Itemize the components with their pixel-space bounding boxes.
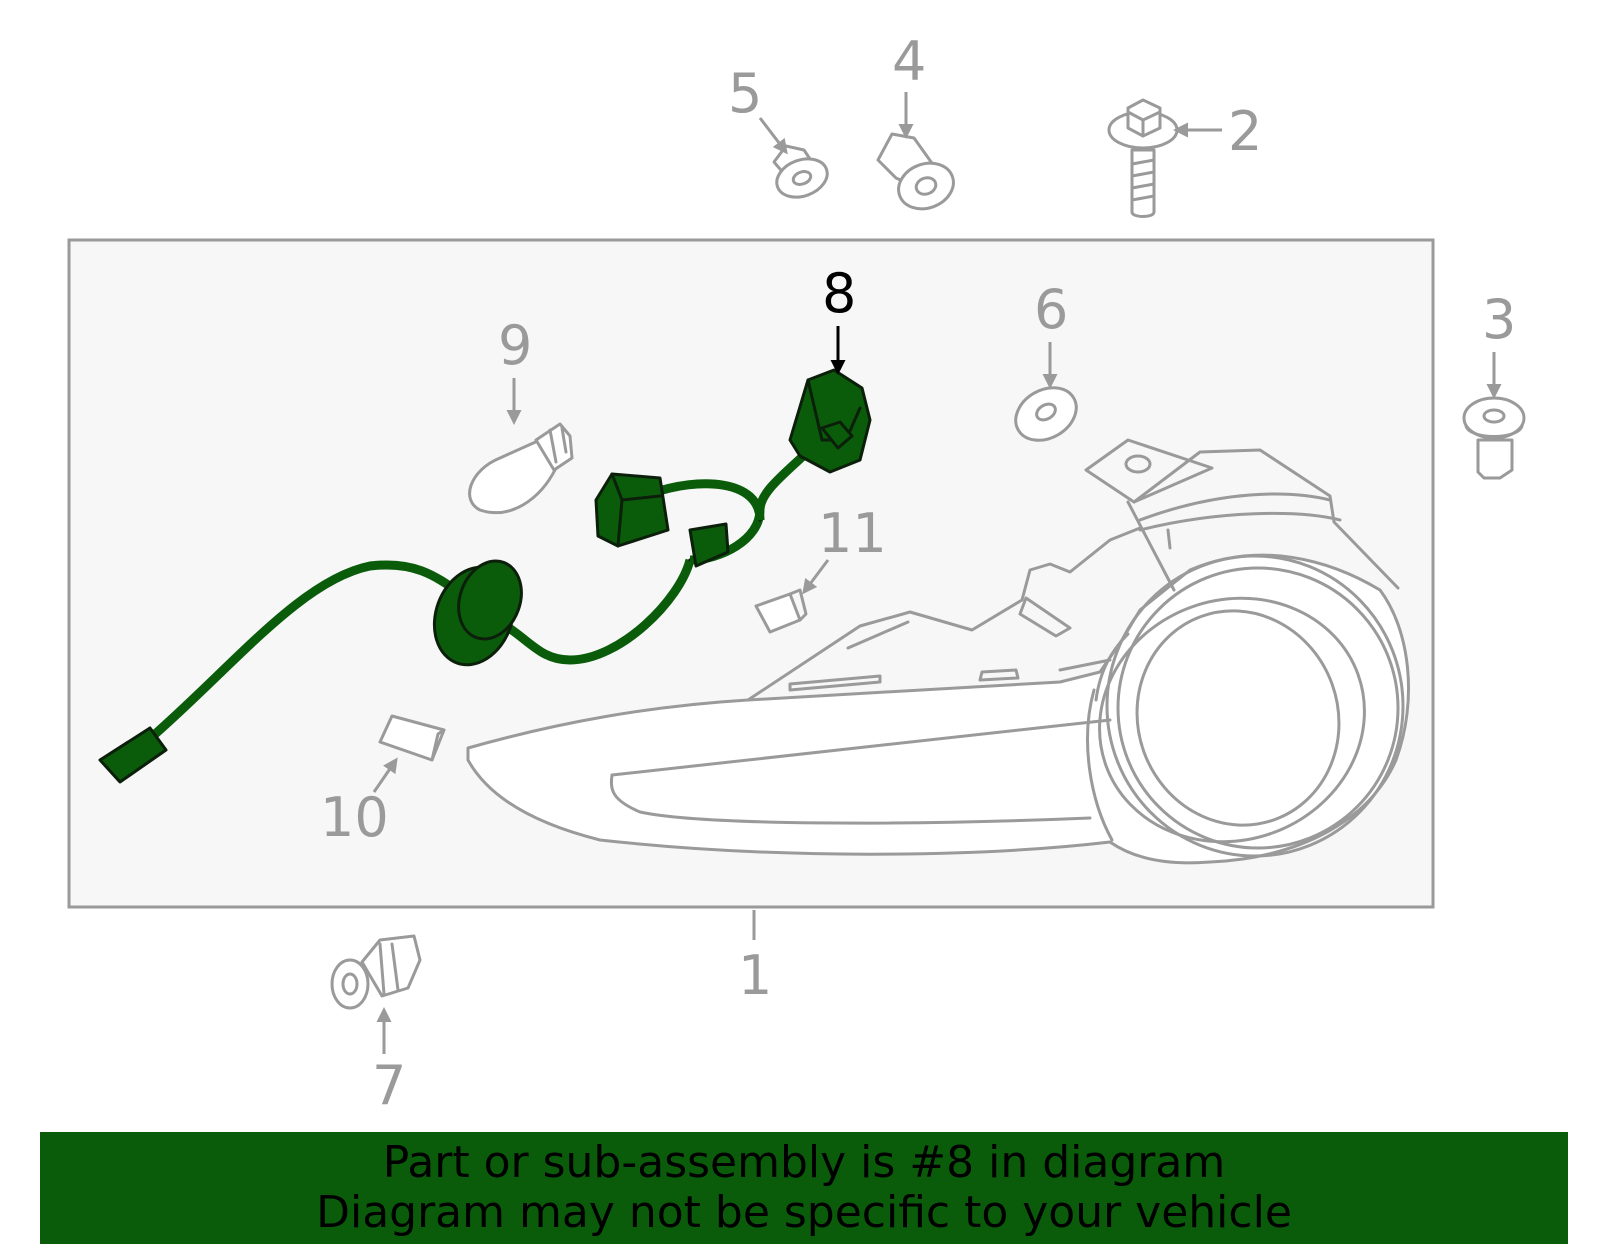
wiring-harness-part-8 bbox=[98, 368, 872, 784]
callout-8: 8 bbox=[822, 262, 856, 325]
leader-11 bbox=[802, 559, 830, 595]
grommet-part-6 bbox=[1014, 386, 1078, 442]
nut-part-4 bbox=[876, 132, 955, 211]
callout-9: 9 bbox=[498, 314, 532, 377]
callout-6: 6 bbox=[1034, 278, 1068, 341]
clip-part-7 bbox=[330, 934, 422, 1010]
callout-3: 3 bbox=[1482, 288, 1516, 351]
bulb-part-9 bbox=[468, 422, 574, 515]
callout-1: 1 bbox=[738, 944, 772, 1007]
callout-5: 5 bbox=[728, 62, 762, 125]
leader-10 bbox=[372, 757, 398, 793]
headlamp-housing bbox=[466, 438, 1410, 865]
callout-2: 2 bbox=[1228, 100, 1262, 163]
pad-part-10 bbox=[378, 714, 446, 762]
banner-line-1: Part or sub-assembly is #8 in diagram bbox=[382, 1137, 1226, 1188]
pad-part-11 bbox=[754, 588, 808, 634]
callout-10: 10 bbox=[320, 786, 389, 849]
nut-part-5 bbox=[772, 144, 829, 199]
info-banner: Part or sub-assembly is #8 in diagram Di… bbox=[40, 1132, 1568, 1244]
callout-7: 7 bbox=[372, 1054, 406, 1117]
callout-4: 4 bbox=[892, 30, 926, 93]
banner-line-2: Diagram may not be specific to your vehi… bbox=[316, 1187, 1292, 1238]
bolt-part-2 bbox=[1107, 98, 1179, 218]
callout-11: 11 bbox=[818, 502, 887, 565]
clip-part-3 bbox=[1462, 396, 1526, 480]
leader-5 bbox=[758, 117, 788, 155]
